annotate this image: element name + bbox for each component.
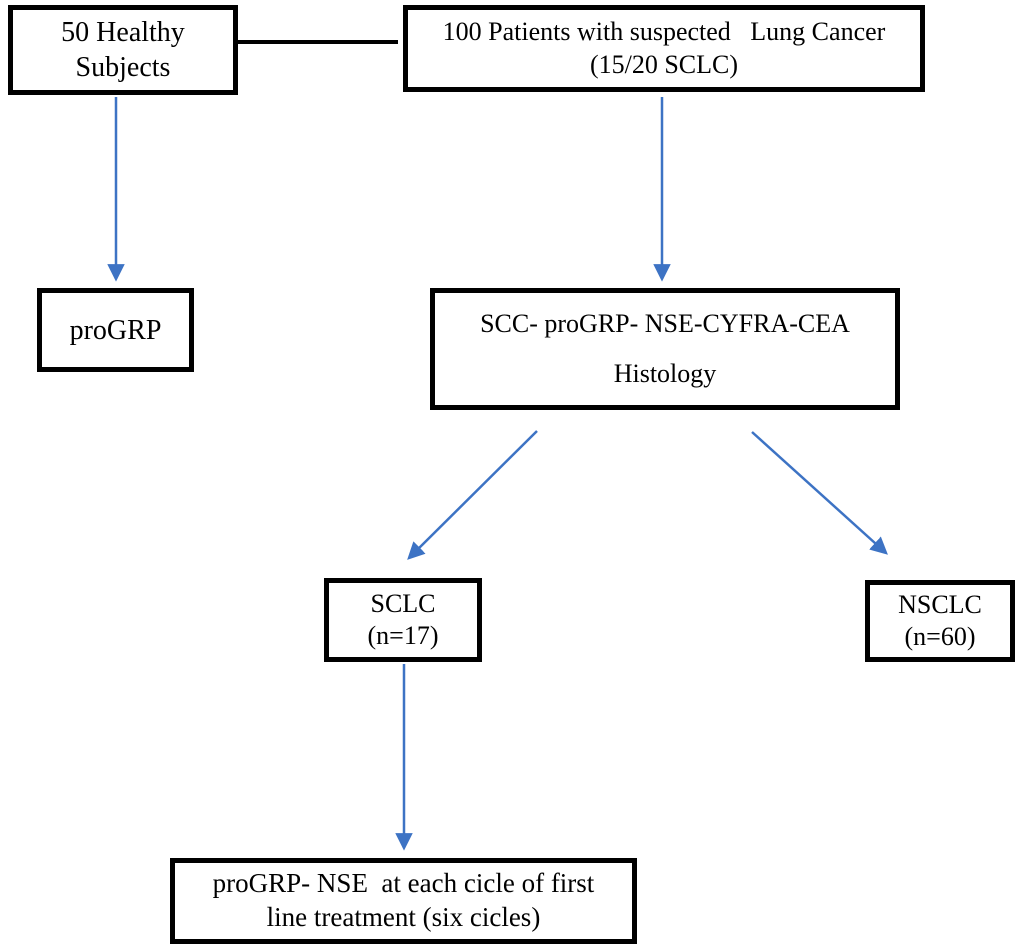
node-treatment-cycles-line2: line treatment (six cicles) — [266, 902, 541, 932]
node-patients-line1: 100 Patients with suspected Lung Cancer — [442, 17, 886, 46]
node-nsclc-line1: NSCLC — [898, 589, 982, 619]
node-markers-histology-line1: SCC- proGRP- NSE-CYFRA-CEA — [480, 308, 850, 338]
node-patients-suspected-lung-cancer: 100 Patients with suspected Lung Cancer … — [403, 5, 925, 92]
arrow-histology-to-sclc — [407, 430, 538, 560]
node-markers-histology: SCC- proGRP- NSE-CYFRA-CEA Histology — [430, 288, 900, 410]
node-patients-line2: (15/20 SCLC) — [589, 49, 739, 79]
node-sclc: SCLC (n=17) — [324, 578, 482, 662]
node-nsclc-line2: (n=60) — [904, 622, 976, 651]
node-healthy-subjects-line1: 50 Healthy — [61, 17, 185, 48]
node-healthy-subjects: 50 Healthy Subjects — [8, 5, 238, 95]
arrow-histology-to-nsclc — [751, 431, 888, 555]
node-progrp: proGRP — [37, 288, 194, 372]
node-nsclc: NSCLC (n=60) — [865, 580, 1015, 662]
node-sclc-line2: (n=17) — [367, 621, 439, 650]
node-sclc-line1: SCLC — [370, 588, 436, 618]
node-treatment-cycles: proGRP- NSE at each cicle of first line … — [170, 858, 637, 944]
node-treatment-cycles-line1: proGRP- NSE at each cicle of first — [212, 868, 595, 899]
node-progrp-line1: proGRP — [69, 314, 162, 346]
node-markers-histology-line2: Histology — [613, 358, 717, 388]
node-healthy-subjects-line2: Subjects — [75, 52, 171, 83]
